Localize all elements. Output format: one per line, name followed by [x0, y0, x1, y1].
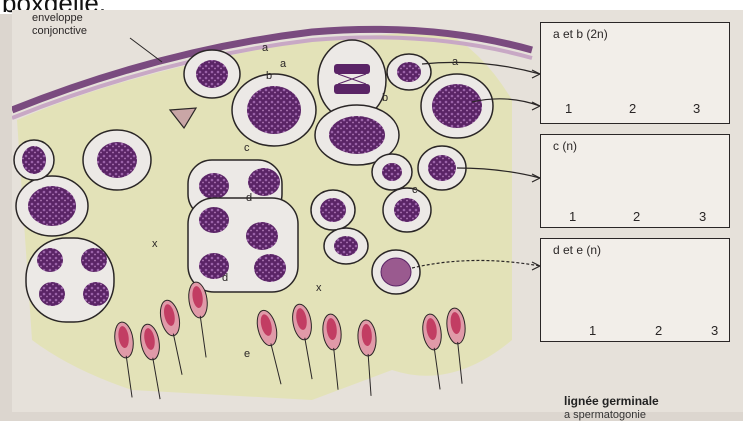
- figure-page: enveloppe conjonctive a a a b b c c d d …: [12, 10, 743, 412]
- label-c-1: c: [244, 142, 250, 154]
- panel-c-n: c (n) 1 2 3: [540, 134, 730, 228]
- panel-2n-num-1: 1: [565, 101, 572, 116]
- label-c-2: c: [412, 184, 418, 196]
- panel-c-n-num-1: 1: [569, 209, 576, 224]
- panel-c-n-num-2: 2: [633, 209, 640, 224]
- panel-c-n-num-3: 3: [699, 209, 706, 224]
- panel-2n-num-2: 2: [629, 101, 636, 116]
- panel-c-n-title: c (n): [553, 139, 577, 153]
- label-x-2: x: [316, 282, 322, 294]
- enveloppe-label-line2: conjonctive: [32, 25, 87, 37]
- label-b-1: b: [266, 70, 272, 82]
- label-a-3: a: [452, 56, 458, 68]
- enveloppe-label-line1: enveloppe: [32, 12, 83, 24]
- cell-group-center: [188, 160, 298, 292]
- label-d-1: d: [246, 192, 252, 204]
- label-x-1: x: [152, 238, 158, 250]
- label-e: e: [244, 348, 250, 360]
- panel-d-e-n-num-2: 2: [655, 323, 662, 338]
- legend-title: lignée germinale: [564, 394, 659, 408]
- panel-d-e-n-num-1: 1: [589, 323, 596, 338]
- label-b-2: b: [382, 92, 388, 104]
- panel-d-e-n-title: d et e (n): [553, 243, 601, 257]
- label-a-2: a: [280, 58, 286, 70]
- panel-d-e-n-num-3: 3: [711, 323, 718, 338]
- label-a-1: a: [262, 42, 268, 54]
- legend-subtitle: a spermatogonie: [564, 409, 646, 421]
- panel-2n-num-3: 3: [693, 101, 700, 116]
- panel-d-e-n: d et e (n) 1 2 3: [540, 238, 730, 342]
- panel-2n: a et b (2n) 1 2 3: [540, 22, 730, 124]
- label-d-2: d: [222, 272, 228, 284]
- panel-2n-title: a et b (2n): [553, 27, 608, 41]
- enveloppe-pointer-line: [130, 38, 162, 62]
